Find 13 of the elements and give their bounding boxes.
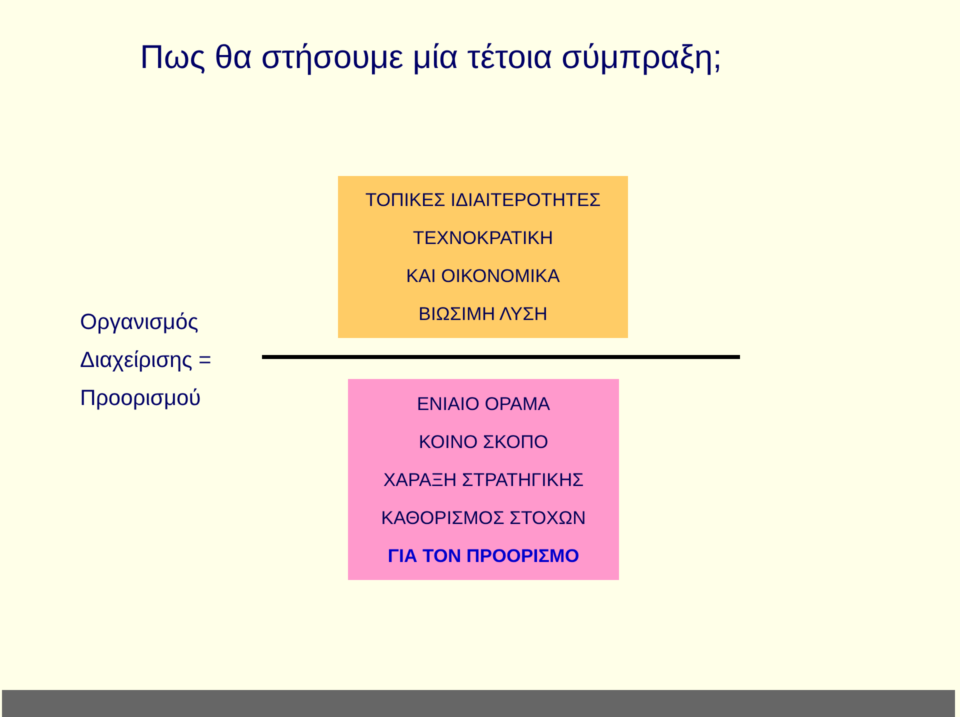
- box-text: ΤΕΧΝΟΚΡΑΤΙΚΗ: [412, 226, 554, 250]
- box-text: ΕΝΙΑΙΟ ΟΡΑΜΑ: [416, 392, 550, 416]
- text-box: [348, 379, 619, 580]
- box-text: ΚΑΙ ΟΙΚΟΝΟΜΙΚΑ: [406, 264, 560, 288]
- fraction-numerator-text: Οργανισμός Διαχείρισης = Προορισμού: [80, 308, 212, 412]
- box-text: ΚΑΘΟΡΙΣΜΟΣ ΣΤΟΧΩΝ: [381, 506, 586, 530]
- box-text: ΓΙΑ ΤΟΝ ΠΡΟΟΡΙΣΜΟ: [388, 544, 580, 568]
- slide-title: Πως θα στήσουμε μία τέτοια σύμπραξη;: [140, 38, 722, 76]
- box-text: ΒΙΩΣΙΜΗ ΛΥΣΗ: [418, 302, 548, 326]
- text-box: [338, 176, 628, 338]
- box-text: ΚΟΙΝΟ ΣΚΟΠΟ: [418, 430, 548, 454]
- box-text: ΧΑΡΑΞΗ ΣΤΡΑΤΗΓΙΚΗΣ: [383, 468, 584, 492]
- box-text: ΤΟΠΙΚΕΣ ΙΔΙΑΙΤΕΡΟΤΗΤΕΣ: [365, 188, 601, 212]
